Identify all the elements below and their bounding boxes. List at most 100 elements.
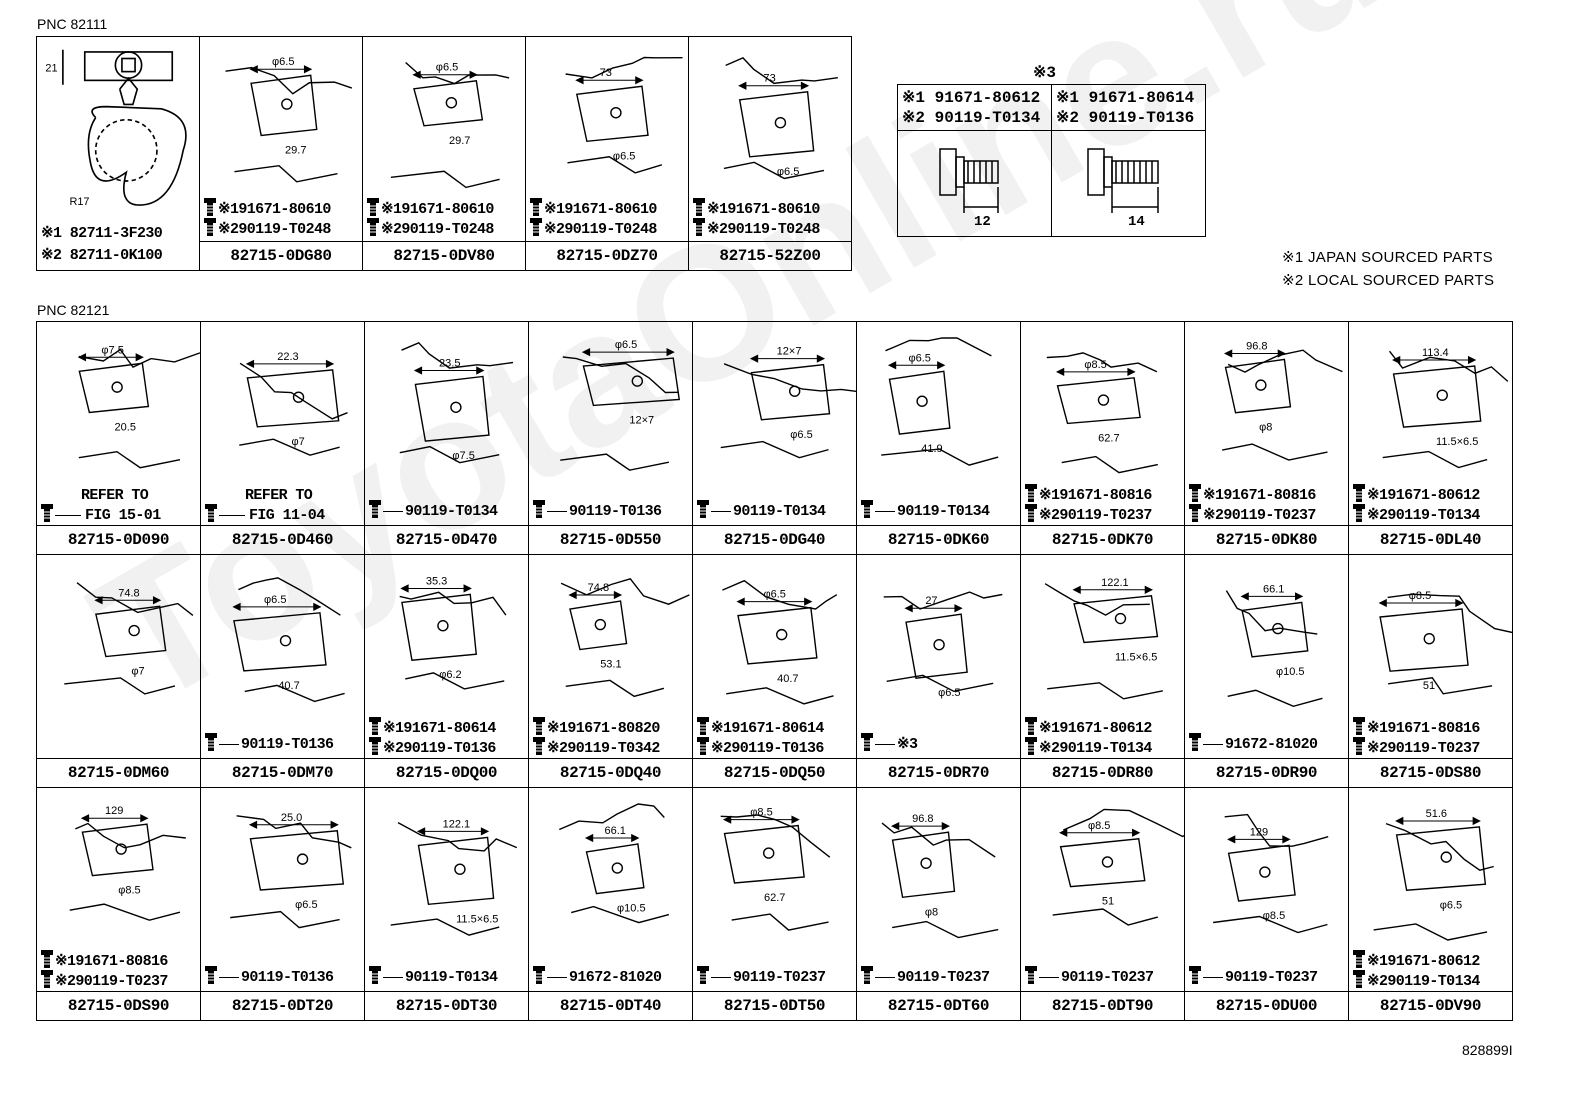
part-number[interactable]: 82715-0DR70 bbox=[857, 758, 1020, 787]
fastener-label: 90119-T0136 bbox=[205, 966, 362, 986]
fastener-label-1: ※191671-80610 bbox=[530, 198, 686, 218]
dim-text: 40.7 bbox=[278, 680, 299, 692]
dim-text: 23.5 bbox=[439, 357, 460, 369]
bolt-icon bbox=[697, 500, 709, 518]
part-number[interactable]: 82715-0DZ70 bbox=[526, 241, 688, 270]
dim-text: 12×7 bbox=[777, 346, 802, 358]
part-number[interactable]: 82715-0DS80 bbox=[1349, 758, 1512, 787]
bolt-icon bbox=[204, 198, 216, 216]
dim-text: φ8.5 bbox=[1084, 359, 1106, 371]
s3-col1-drawing[interactable]: 12 bbox=[897, 130, 1052, 237]
part-number[interactable]: 82715-0D090 bbox=[37, 525, 200, 554]
bolt-icon bbox=[205, 966, 217, 984]
bolt-icon bbox=[533, 500, 545, 518]
bolt-icon bbox=[697, 717, 709, 735]
part-number[interactable]: 82715-0DR80 bbox=[1021, 758, 1184, 787]
part-number[interactable]: 82715-0DQ40 bbox=[529, 758, 692, 787]
part-number[interactable]: 82715-0DV90 bbox=[1349, 991, 1512, 1020]
part-number[interactable]: 82715-0DK80 bbox=[1185, 525, 1348, 554]
part-number[interactable]: 82715-0DR90 bbox=[1185, 758, 1348, 787]
top-parts-table: 21 R17 ※1 82711-3F230 ※2 82711-0K100 φ6.… bbox=[36, 36, 852, 271]
bolt-icon bbox=[533, 966, 545, 984]
part-number[interactable]: 82715-0DG80 bbox=[200, 241, 362, 270]
refer-label-2: FIG 15-01 bbox=[41, 504, 198, 524]
part-number[interactable]: 82715-0D550 bbox=[529, 525, 692, 554]
dim-text: 66.1 bbox=[1263, 583, 1284, 595]
dim-text: 29.7 bbox=[449, 135, 471, 147]
part-number[interactable]: 82715-0DT90 bbox=[1021, 991, 1184, 1020]
dim-text: 53.1 bbox=[600, 659, 621, 671]
fastener-label-1: ※191671-80612 bbox=[1353, 484, 1510, 504]
part-number[interactable]: 82715-0DV80 bbox=[363, 241, 525, 270]
bolt-icon bbox=[369, 737, 381, 755]
part-number[interactable]: 82715-0DS90 bbox=[37, 991, 200, 1020]
fastener-label: 90119-T0237 bbox=[1189, 966, 1346, 986]
part-number[interactable]: 82715-0DQ00 bbox=[365, 758, 528, 787]
part-number[interactable]: 82715-0DM70 bbox=[201, 758, 364, 787]
bolt-icon bbox=[369, 717, 381, 735]
bolt-icon bbox=[41, 504, 53, 522]
part-number[interactable]: 82715-0DT60 bbox=[857, 991, 1020, 1020]
dim-text: 35.3 bbox=[426, 575, 447, 587]
part-number[interactable]: 82715-0DT50 bbox=[693, 991, 856, 1020]
bolt-icon bbox=[533, 717, 545, 735]
dim-text: 11.5×6.5 bbox=[456, 913, 498, 925]
part-number[interactable]: 82715-0DQ50 bbox=[693, 758, 856, 787]
part-number[interactable]: 82715-0DK60 bbox=[857, 525, 1020, 554]
part-number[interactable]: 82715-0DU00 bbox=[1185, 991, 1348, 1020]
part-number[interactable]: 82715-0DM60 bbox=[37, 758, 200, 787]
part-number[interactable]: 82715-0DK70 bbox=[1021, 525, 1184, 554]
s3-col2-header: ※1 91671-80614 ※2 90119-T0136 bbox=[1051, 84, 1206, 131]
bracket-drawing: φ6.529.7 bbox=[225, 56, 353, 183]
part-number[interactable]: 82715-52Z00 bbox=[689, 241, 851, 270]
part-number[interactable]: 82715-0DT40 bbox=[529, 991, 692, 1020]
bolt-icon bbox=[369, 966, 381, 984]
part-number[interactable]: 82715-0DT30 bbox=[365, 991, 528, 1020]
fastener-label: 90119-T0134 bbox=[861, 500, 1018, 520]
s3-col2-drawing[interactable]: 14 bbox=[1051, 130, 1206, 237]
bracket-drawing: φ8.551 bbox=[1052, 808, 1185, 926]
bolt-drawing: 12 bbox=[939, 148, 999, 230]
part-number[interactable]: 82715-0DT20 bbox=[201, 991, 364, 1020]
part-number[interactable]: 82715-0D460 bbox=[201, 525, 364, 554]
s3-title: ※3 bbox=[1033, 64, 1057, 82]
parts-cell[interactable]: 21 R17 ※1 82711-3F230 ※2 82711-0K100 bbox=[36, 36, 200, 271]
part-number[interactable]: 82715-0DL40 bbox=[1349, 525, 1512, 554]
part-number[interactable]: 82715-0DG40 bbox=[693, 525, 856, 554]
fastener-label: ※3 bbox=[861, 733, 1018, 753]
bolt-icon bbox=[369, 500, 381, 518]
part-number[interactable]: 82715-0D470 bbox=[365, 525, 528, 554]
